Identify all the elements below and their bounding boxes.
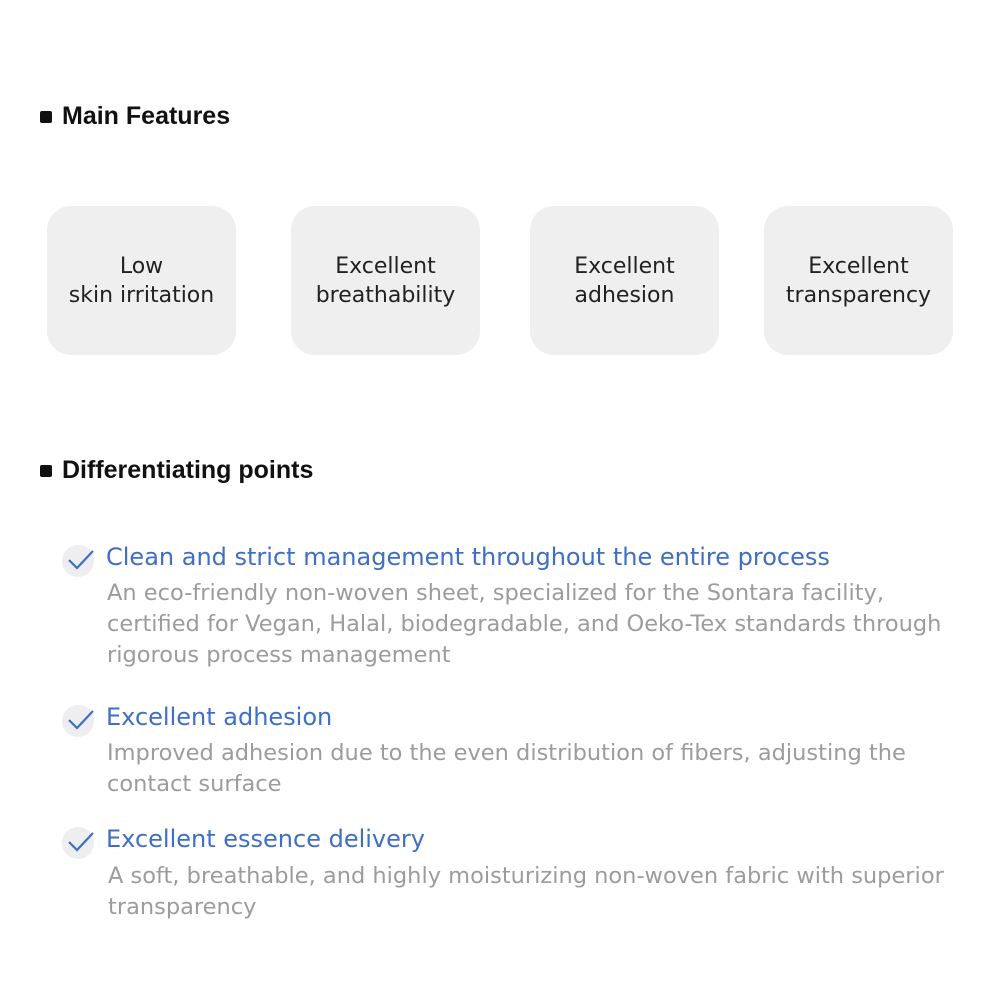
item-title: Excellent essence delivery <box>106 825 425 853</box>
square-bullet-icon <box>40 110 52 123</box>
check-icon <box>62 705 94 737</box>
item-description: A soft, breathable, and highly moisturiz… <box>108 863 944 920</box>
feature-card: Excellent adhesion <box>530 206 719 355</box>
feature-card-label: Low skin irritation <box>68 253 215 308</box>
heading-text: Main Features <box>62 102 231 130</box>
feature-card: Low skin irritation <box>47 206 236 355</box>
check-icon <box>62 545 94 577</box>
feature-card: Excellent transparency <box>764 206 953 355</box>
square-bullet-icon <box>40 464 52 477</box>
feature-card: Excellent breathability <box>291 206 480 355</box>
item-description: Improved adhesion due to the even distri… <box>107 740 906 797</box>
feature-card-label: Excellent transparency <box>785 253 932 308</box>
feature-card-label: Excellent breathability <box>315 253 456 308</box>
main-features-heading: Main Features <box>40 102 230 131</box>
check-icon <box>62 827 94 859</box>
item-title: Clean and strict management throughout t… <box>106 543 830 571</box>
item-title: Excellent adhesion <box>106 703 333 731</box>
item-description: An eco-friendly non-woven sheet, special… <box>107 580 942 668</box>
feature-card-label: Excellent adhesion <box>574 253 675 308</box>
differentiating-heading: Differentiating points <box>40 456 313 485</box>
heading-text: Differentiating points <box>62 456 314 484</box>
